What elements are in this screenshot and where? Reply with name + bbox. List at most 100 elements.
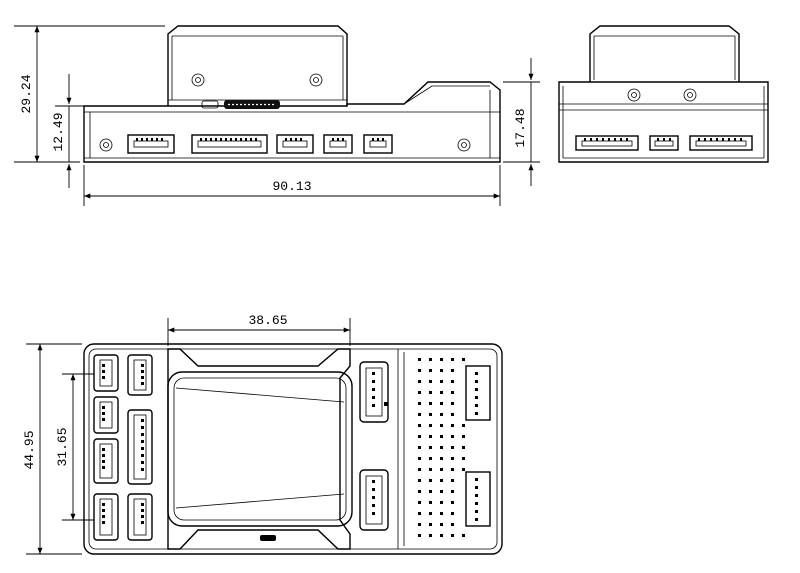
header-pin (418, 501, 421, 504)
header-pin (451, 391, 454, 394)
header-pin (440, 446, 443, 449)
header-pin (418, 523, 421, 526)
top-connector (465, 471, 491, 527)
end-connector (649, 135, 679, 151)
top-connector (93, 396, 119, 434)
dimension-right-height: 17.48 (503, 58, 540, 186)
end-connector (689, 135, 753, 151)
header-pin (418, 358, 421, 361)
top-connector (127, 409, 153, 485)
dimension-total-height: 29.24 (14, 25, 165, 163)
screw-icon (683, 88, 697, 102)
header-pin (440, 490, 443, 493)
header-pin (451, 490, 454, 493)
top-connector (359, 469, 389, 531)
header-pin (429, 446, 432, 449)
header-pin (462, 424, 465, 427)
header-pin (429, 380, 432, 383)
dim-label-pad-width: 31.65 (55, 427, 70, 466)
header-pin (429, 512, 432, 515)
side-view: 29.24 12.49 90.13 17.48 (14, 25, 540, 206)
header-pin (451, 468, 454, 471)
screw-icon (191, 73, 205, 87)
dimension-cover-width: 38.65 (167, 313, 351, 346)
header-pin (429, 468, 432, 471)
header-pin (418, 534, 421, 537)
header-pin (451, 501, 454, 504)
header-pin (418, 380, 421, 383)
header-pin (429, 413, 432, 416)
header-pin (440, 534, 443, 537)
side-connector (191, 134, 268, 154)
sd-card-slot (201, 100, 280, 109)
header-pin (429, 391, 432, 394)
dim-label-base-height: 12.49 (51, 112, 66, 151)
dimension-length: 90.13 (83, 165, 501, 206)
header-pin (440, 369, 443, 372)
top-connector (93, 354, 119, 392)
top-view: 38.65 44.95 31.65 (22, 313, 503, 555)
header-pin (451, 446, 454, 449)
dim-label-cover-width: 38.65 (248, 313, 287, 328)
end-connector (575, 135, 639, 151)
header-pin (440, 413, 443, 416)
screw-icon (309, 73, 323, 87)
header-pin (440, 468, 443, 471)
dimension-base-height: 12.49 (51, 74, 84, 188)
header-pin (418, 457, 421, 460)
indicator-led (260, 535, 276, 541)
header-pin (418, 468, 421, 471)
header-pin (462, 446, 465, 449)
header-pin (440, 501, 443, 504)
header-pin (440, 512, 443, 515)
header-pin (440, 479, 443, 482)
header-pin (418, 512, 421, 515)
header-pin (429, 435, 432, 438)
header-pin (429, 358, 432, 361)
side-connector (323, 134, 353, 154)
header-pin (429, 523, 432, 526)
header-pin (429, 424, 432, 427)
header-pin (440, 380, 443, 383)
header-pin (451, 523, 454, 526)
pin-header-grid (418, 358, 465, 537)
header-pin (451, 402, 454, 405)
header-pin (440, 358, 443, 361)
top-connector (359, 361, 389, 423)
header-pin (418, 424, 421, 427)
header-pin (418, 369, 421, 372)
dim-label-right-height: 17.48 (513, 108, 528, 147)
header-pin (429, 369, 432, 372)
screw-icon (457, 138, 471, 152)
header-pin (418, 446, 421, 449)
header-pin (440, 424, 443, 427)
header-pin (429, 501, 432, 504)
header-pin (418, 391, 421, 394)
header-pin (440, 523, 443, 526)
header-pin (429, 479, 432, 482)
header-pin (451, 457, 454, 460)
header-pin (440, 402, 443, 405)
dim-label-length: 90.13 (272, 179, 311, 194)
header-pin (418, 413, 421, 416)
header-pin (429, 490, 432, 493)
header-pin (451, 435, 454, 438)
screw-icon (99, 138, 113, 152)
header-pin (462, 435, 465, 438)
top-connector (127, 493, 153, 541)
header-pin (418, 490, 421, 493)
header-pin (451, 424, 454, 427)
side-connector (276, 134, 314, 154)
top-connector (465, 365, 491, 421)
top-connector (93, 438, 119, 484)
header-pin (462, 457, 465, 460)
header-pin (418, 479, 421, 482)
screw-icon (627, 88, 641, 102)
header-pin (451, 358, 454, 361)
header-pin (462, 534, 465, 537)
side-connector (127, 134, 175, 154)
header-pin (451, 369, 454, 372)
header-pin (451, 413, 454, 416)
header-pin (418, 402, 421, 405)
